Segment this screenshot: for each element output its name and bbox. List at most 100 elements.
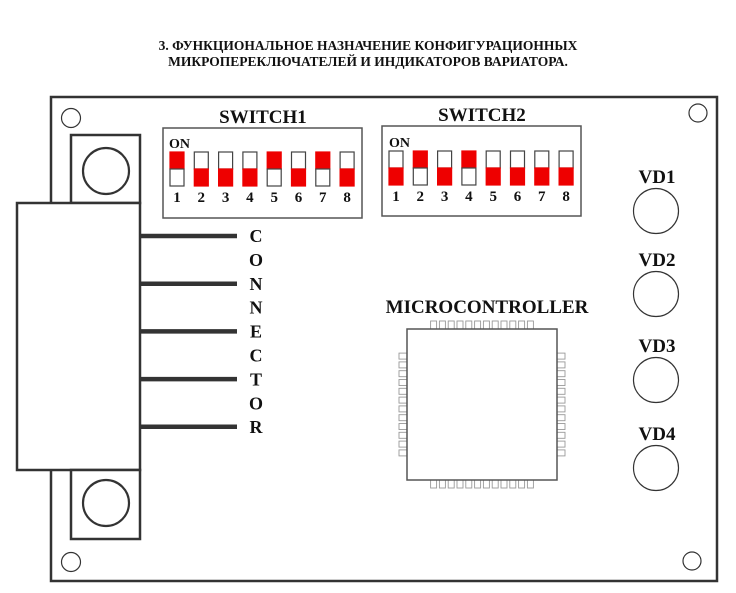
switch-slot-bottom bbox=[242, 168, 258, 187]
switch2-on-label: ON bbox=[389, 136, 410, 151]
connector-label-letter: E bbox=[250, 322, 262, 342]
switch-slot-bottom bbox=[485, 167, 501, 186]
mounting-hole-top-right bbox=[688, 103, 708, 123]
switch-number: 4 bbox=[465, 189, 473, 205]
switch-number: 1 bbox=[173, 190, 181, 206]
switch-slot-bottom bbox=[315, 168, 331, 187]
dip-switch-position: 6 bbox=[290, 151, 307, 206]
switch1-housing bbox=[162, 127, 363, 219]
diagram-title-line1: 3. ФУНКЦИОНАЛЬНОЕ НАЗНАЧЕНИЕ КОНФИГУРАЦИ… bbox=[158, 38, 578, 53]
dip-switch-position: 1 bbox=[169, 151, 185, 206]
switch-slot-bottom bbox=[534, 167, 550, 186]
connector-label-letter: R bbox=[250, 417, 264, 437]
dip-switch-position: 1 bbox=[388, 150, 404, 205]
dip-switch-position: 8 bbox=[558, 150, 574, 205]
diagram-title-line2: МИКРОПЕРЕКЛЮЧАТЕЛЕЙ И ИНДИКАТОРОВ ВАРИАТ… bbox=[168, 54, 568, 69]
switch-number: 3 bbox=[222, 190, 230, 206]
switch1-on-label: ON bbox=[169, 137, 190, 152]
switch-slot-top bbox=[388, 150, 404, 169]
switch-slot-top bbox=[534, 150, 550, 169]
switch-slot-top bbox=[339, 151, 355, 170]
switch-number: 2 bbox=[417, 189, 425, 205]
connector-label-letter: C bbox=[250, 346, 263, 366]
indicator-led: VD1 bbox=[632, 167, 680, 235]
dip-switch-position: 2 bbox=[412, 150, 428, 205]
switch-number: 5 bbox=[489, 189, 497, 205]
switch-slot-bottom bbox=[169, 168, 185, 187]
connector-label-letter: C bbox=[250, 226, 263, 246]
connector-label-letter: N bbox=[250, 274, 263, 294]
dip-switch-position: 4 bbox=[461, 150, 477, 205]
indicator-label: VD1 bbox=[639, 167, 676, 188]
microcontroller: MICROCONTROLLER bbox=[386, 297, 589, 489]
dip-switch-position: 2 bbox=[193, 151, 209, 206]
switch-number: 1 bbox=[392, 189, 400, 205]
microcontroller-label: MICROCONTROLLER bbox=[386, 297, 589, 318]
dip-switch-position: 5 bbox=[485, 150, 501, 205]
connector-label-letter: T bbox=[250, 369, 262, 389]
indicator-led: VD4 bbox=[632, 424, 680, 492]
switch-number: 6 bbox=[514, 189, 522, 205]
switch-slot-top bbox=[461, 150, 477, 169]
switch2-label: SWITCH2 bbox=[438, 105, 526, 126]
dip-switch-position: 5 bbox=[266, 151, 282, 206]
switch-slot-top bbox=[412, 150, 428, 169]
switch-slot-bottom bbox=[461, 167, 477, 186]
switch-slot-top bbox=[193, 151, 209, 170]
switch-slot-bottom bbox=[339, 168, 355, 187]
switch-slot-bottom bbox=[388, 167, 404, 186]
led-circle bbox=[632, 444, 680, 492]
switch-slot-top bbox=[242, 151, 258, 170]
switch2-housing bbox=[381, 125, 582, 217]
switch-number: 8 bbox=[562, 189, 570, 205]
connector-label-letter: O bbox=[249, 250, 263, 270]
indicator-label: VD2 bbox=[639, 250, 676, 271]
switch-slot-bottom bbox=[266, 168, 282, 187]
switch-number: 7 bbox=[538, 189, 546, 205]
dip-switch-position: 8 bbox=[339, 151, 355, 206]
switch-number: 6 bbox=[295, 190, 303, 206]
switch-slot-top bbox=[169, 151, 185, 170]
connector-screw-hole-bottom bbox=[81, 478, 131, 528]
switch-slot-bottom bbox=[412, 167, 428, 186]
switch-slot-top bbox=[315, 151, 331, 170]
switch-number: 4 bbox=[246, 190, 254, 206]
mounting-hole-bottom-left bbox=[60, 551, 82, 573]
switch-slot-bottom bbox=[558, 167, 574, 186]
mounting-hole-bottom-right bbox=[682, 551, 702, 571]
led-circle bbox=[632, 356, 680, 404]
switch-number: 5 bbox=[270, 190, 278, 206]
switch-number: 7 bbox=[319, 190, 327, 206]
indicator-led: VD2 bbox=[632, 250, 680, 318]
dip-switch-position: 4 bbox=[242, 151, 258, 206]
connector-screw-hole-top bbox=[81, 146, 131, 196]
connector-label-letter: O bbox=[249, 393, 263, 413]
switch-slot-bottom bbox=[193, 168, 209, 187]
switch-slot-top bbox=[266, 151, 282, 170]
indicator-led: VD3 bbox=[632, 336, 680, 404]
switch-slot-top bbox=[290, 151, 307, 170]
switch-slot-bottom bbox=[290, 168, 307, 187]
switch-slot-top bbox=[437, 150, 453, 169]
dip-switch-position: 3 bbox=[218, 151, 234, 206]
switch-slot-bottom bbox=[218, 168, 234, 187]
dip-switch-position: 3 bbox=[437, 150, 453, 205]
connector-label-letter: N bbox=[250, 298, 263, 318]
switch-number: 8 bbox=[343, 190, 351, 206]
indicator-label: VD3 bbox=[639, 336, 676, 357]
dip-switch-position: 6 bbox=[509, 150, 526, 205]
switch-slot-top bbox=[509, 150, 526, 169]
switch-slot-bottom bbox=[509, 167, 526, 186]
switch-slot-top bbox=[218, 151, 234, 170]
switch-number: 2 bbox=[198, 190, 206, 206]
switch-slot-top bbox=[558, 150, 574, 169]
switch1-label: SWITCH1 bbox=[219, 107, 307, 128]
dip-switch-position: 7 bbox=[315, 151, 331, 206]
led-circle bbox=[632, 187, 680, 235]
switch-number: 3 bbox=[441, 189, 449, 205]
mounting-hole-top-left bbox=[60, 107, 82, 129]
